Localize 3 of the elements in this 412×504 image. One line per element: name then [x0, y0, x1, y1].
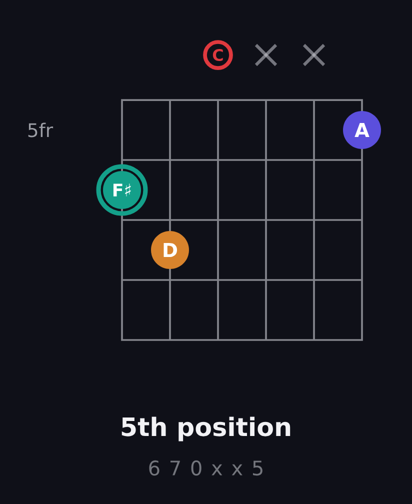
title: 5th position	[122, 416, 290, 442]
fret-number: 5fr	[28, 122, 54, 138]
fret-numbers: 6 7 0 x x 5	[149, 460, 262, 476]
